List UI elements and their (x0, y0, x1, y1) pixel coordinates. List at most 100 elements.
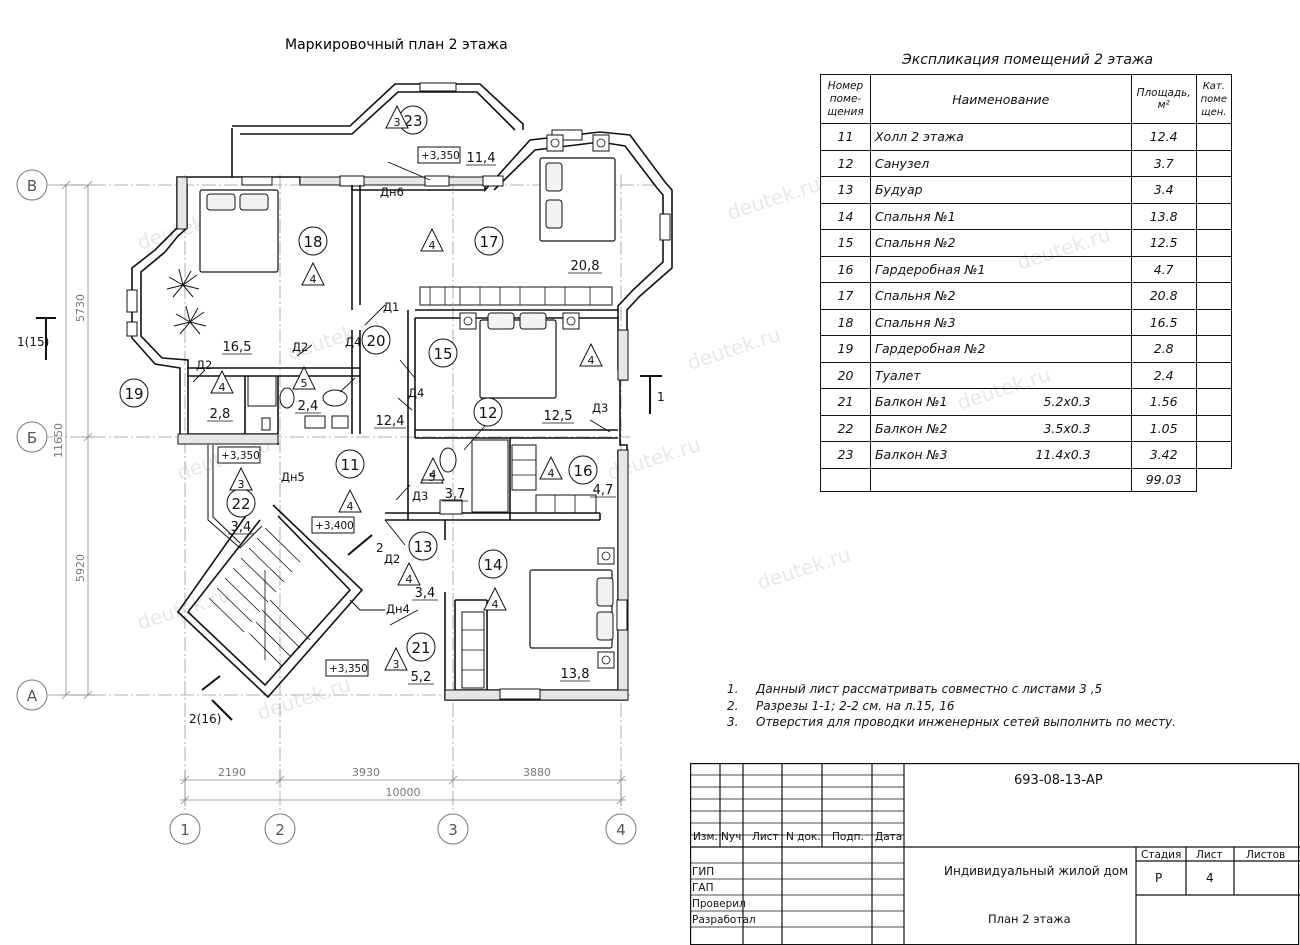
room-number: 12 (478, 404, 497, 422)
cell-name-text: Холл 2 этажа (874, 129, 964, 145)
axis-label-1: 1 (180, 821, 190, 839)
level-mark: +3,350 (421, 150, 460, 162)
room-area: 12,5 (544, 409, 573, 424)
cell-num: 13 (820, 176, 871, 204)
level-mark: +3,400 (315, 520, 354, 532)
sheets-label: Листов (1246, 849, 1286, 861)
cell-cat (1195, 414, 1233, 442)
cell-cat (1195, 335, 1233, 363)
cell-size: 5.2x0.3 (1043, 394, 1091, 410)
room-number: 13 (413, 538, 432, 556)
room-area: 5,2 (411, 670, 432, 685)
room-number: 17 (479, 233, 498, 251)
cell-num: 17 (820, 282, 871, 310)
cell-area: 20.8 (1130, 282, 1197, 310)
category-tag: 4 (548, 467, 555, 480)
room-number: 11 (340, 456, 359, 474)
category-tag: 4 (347, 500, 354, 513)
axis-label-a: А (27, 687, 38, 705)
stage-value: Р (1155, 871, 1163, 885)
dim-10000: 10000 (386, 786, 421, 799)
cell-num: 11 (820, 123, 871, 151)
axis-label-b: Б (27, 429, 37, 447)
room-number: 19 (124, 385, 143, 403)
stamp-col-list: Лист (752, 831, 779, 843)
note-item: 3.Отверстия для проводки инженерных сете… (727, 715, 1176, 732)
cell-cat (1195, 255, 1233, 283)
cell-area: 3.7 (1130, 149, 1197, 177)
note-text: Отверстия для проводки инженерных сетей … (756, 715, 1177, 729)
axis-label-v: В (27, 177, 37, 195)
room-area: 3,7 (445, 487, 466, 502)
cell-area: 12.5 (1130, 229, 1197, 257)
room-area: 3,4 (415, 586, 436, 601)
cell-num: 16 (820, 255, 871, 283)
category-tag: 4 (429, 239, 436, 252)
note-item: 2.Разрезы 1-1; 2-2 см. на л.15, 16 (727, 699, 1176, 716)
room-area: 11,4 (467, 151, 496, 166)
stamp-role-developer: Разработал (692, 914, 756, 926)
watermark: deutek.ru (684, 322, 783, 375)
cell-cat (1195, 176, 1233, 204)
cell-name-text: Спальня №2 (874, 235, 956, 251)
header-num: Номер поме-щения (820, 74, 871, 124)
cell-area: 12.4 (1130, 123, 1197, 151)
notes: 1.Данный лист рассматривать совместно с … (727, 682, 1176, 732)
cell-name: Холл 2 этажа (869, 123, 1132, 151)
section-2-16: 2(16) (189, 712, 221, 726)
cell-cat (1195, 388, 1233, 416)
total-area: 99.03 (1130, 467, 1197, 492)
cell-name-text: Спальня №2 (874, 288, 956, 304)
cell-area: 1.56 (1130, 388, 1197, 416)
room-number: 18 (303, 233, 322, 251)
door-label: Д4 (345, 335, 361, 349)
cell-area: 4.7 (1130, 255, 1197, 283)
door-label: Дн5 (281, 470, 305, 484)
category-tag: 4 (430, 468, 437, 481)
category-tag: 3 (238, 478, 245, 491)
cell-num: 19 (820, 335, 871, 363)
stamp-col-data: Дата (875, 831, 903, 843)
room-number: 21 (411, 639, 430, 657)
cell-name-text: Спальня №1 (874, 208, 956, 224)
stamp-role-gip: ГИП (692, 866, 715, 878)
sheet-label: Лист (1196, 849, 1223, 861)
stamp-col-nuch: Nуч. (721, 831, 745, 843)
cell-num: 22 (820, 414, 871, 442)
dim-3880: 3880 (523, 766, 551, 779)
door-label: Д4 (408, 386, 424, 400)
cell-area: 13.8 (1130, 202, 1197, 230)
room-area: 3,4 (231, 520, 252, 535)
axis-label-3: 3 (448, 821, 458, 839)
table-header-row: Номер поме-щения Наименование Площадь, м… (820, 74, 1233, 124)
axis-label-2: 2 (275, 821, 285, 839)
header-name: Наименование (869, 74, 1132, 124)
cell-cat (1195, 308, 1233, 336)
room-number: 20 (366, 332, 385, 350)
cell-num: 21 (820, 388, 871, 416)
cell-num: 12 (820, 149, 871, 177)
door-label: Дн4 (386, 602, 410, 616)
note-number: 1. (727, 682, 739, 696)
door-label: Д1 (383, 300, 399, 314)
cell-size: 3.5x0.3 (1043, 420, 1091, 436)
room-area: 13,8 (561, 667, 590, 682)
cell-cat (1195, 361, 1233, 389)
category-tag: 3 (394, 116, 401, 129)
cell-name: Будуар (869, 176, 1132, 204)
door-label: Д2 (384, 552, 400, 566)
cell-area: 2.4 (1130, 361, 1197, 389)
cell-name-text: Туалет (874, 367, 921, 383)
dim-11650: 11650 (52, 423, 65, 458)
cell-num: 14 (820, 202, 871, 230)
dim-3930: 3930 (352, 766, 380, 779)
room-area: 16,5 (223, 340, 252, 355)
